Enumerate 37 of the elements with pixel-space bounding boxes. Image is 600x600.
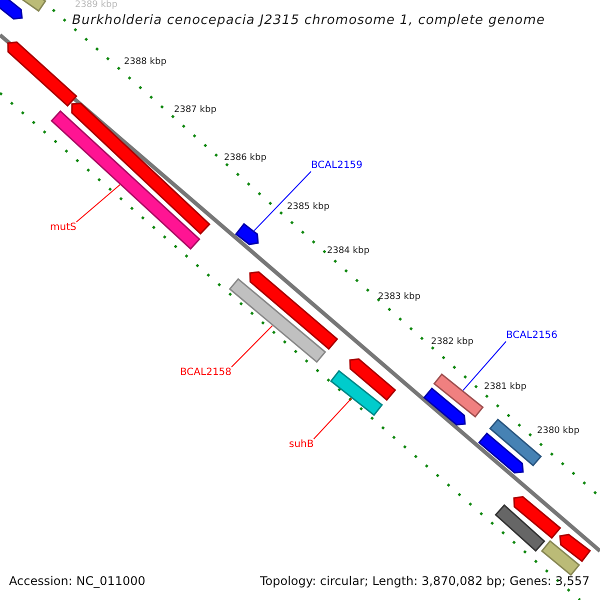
genome-summary: Topology: circular; Length: 3,870,082 bp; Genes: 3,557	[260, 575, 590, 589]
gene-feature	[234, 222, 259, 246]
gene-feature	[7, 41, 78, 107]
gene-block	[494, 504, 546, 552]
gene-block	[540, 540, 580, 576]
position-label: 2388 kbp	[124, 57, 166, 68]
position-label: 2380 kbp	[537, 426, 580, 436]
gene-feature	[559, 534, 592, 562]
gene-block	[330, 370, 384, 416]
position-label: 2381 kbp	[484, 382, 526, 392]
accession-text: Accession: NC_011000	[9, 575, 146, 589]
gene-label: BCAL2159	[311, 160, 363, 172]
position-label: 2387 kbp	[174, 105, 216, 116]
leader-line	[231, 325, 273, 368]
leader-line	[76, 184, 121, 222]
map-title: Burkholderia cenocepacia J2315 chromosome 1, complete genome	[72, 14, 546, 29]
gene-block	[228, 278, 326, 364]
gene-block	[433, 373, 484, 418]
leader-line	[254, 171, 312, 232]
gene-feature	[478, 432, 524, 474]
gene-label: BCAL2158	[180, 367, 232, 378]
gene-label: mutS	[50, 222, 76, 234]
position-label: 2389 kbp	[75, 0, 118, 10]
gene-feature	[513, 496, 562, 540]
gene-feature	[423, 387, 466, 426]
gene-feature	[0, 0, 23, 20]
position-label: 2386 kbp	[224, 153, 266, 164]
position-label: 2385 kbp	[287, 202, 330, 212]
gene-label: BCAL2156	[506, 330, 558, 342]
gene-feature	[349, 358, 396, 401]
gene-feature	[249, 271, 338, 350]
position-label: 2384 kbp	[327, 246, 370, 256]
leader-line	[313, 398, 352, 440]
position-label: 2383 kbp	[378, 292, 420, 302]
position-label: 2382 kbp	[431, 337, 474, 348]
leader-line	[462, 341, 506, 391]
gene-label: suhB	[289, 439, 314, 450]
